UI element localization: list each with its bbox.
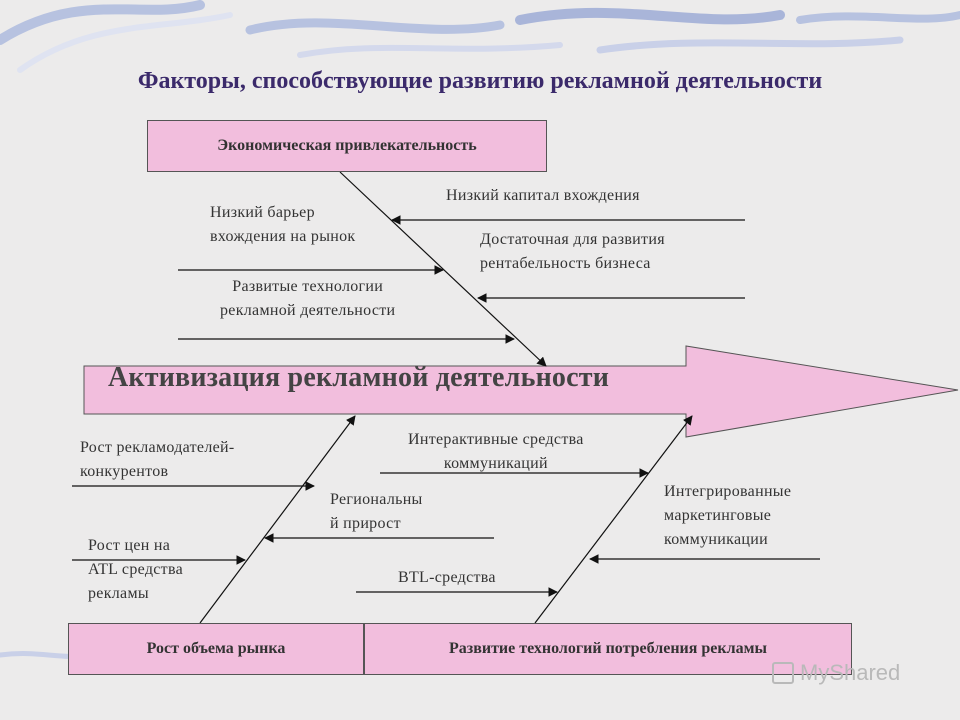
watermark: MyShared (772, 660, 900, 686)
presentation-icon (772, 662, 794, 684)
watermark-text: MyShared (800, 660, 901, 685)
factor-btl: BTL-средства (398, 569, 496, 586)
factor-regional: Региональны й прирост (330, 491, 423, 532)
main-arrow-shape (83, 345, 959, 438)
main-arrow-label: Активизация рекламной деятельности (108, 362, 610, 393)
factor-profitability: Достаточная для развития рентабельность … (480, 231, 665, 272)
box-economic: Экономическая привлекательность (147, 120, 547, 172)
bone-tech (534, 415, 693, 624)
factor-imc: Интегрированные маркетинговые коммуникац… (664, 483, 792, 548)
factor-interactive: Интерактивные средства коммуникаций (408, 431, 584, 472)
box-tech: Развитие технологий потребления рекламы (364, 623, 852, 675)
factor-competitors: Рост рекламодателей- конкурентов (80, 439, 235, 480)
page-title: Факторы, способствующие развитию рекламн… (137, 68, 823, 94)
factor-low-barrier: Низкий барьер вхождения на рынок (210, 204, 356, 245)
factor-tech-dev: Развитые технологии рекламной деятельнос… (220, 278, 396, 319)
factor-atl-prices: Рост цен на ATL средства рекламы (88, 537, 184, 602)
box-market: Рост объема рынка (68, 623, 364, 675)
bone-market (199, 415, 356, 624)
factor-low-capital: Низкий капитал вхождения (446, 187, 640, 204)
